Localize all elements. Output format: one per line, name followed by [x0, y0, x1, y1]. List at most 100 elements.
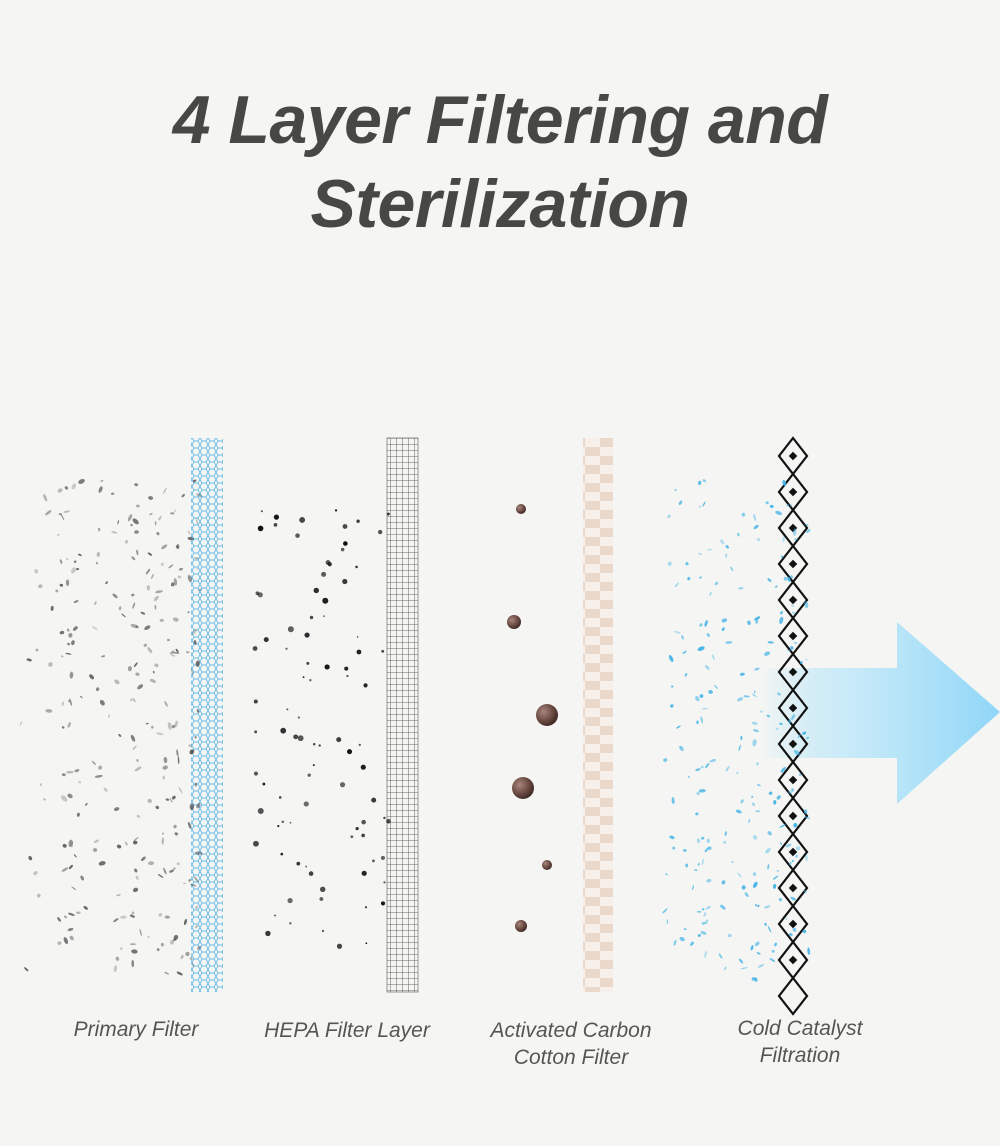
- dust-particle: [28, 855, 33, 861]
- dust-particle: [95, 687, 100, 692]
- dust-particle: [147, 935, 150, 938]
- dust-particle: [80, 875, 85, 881]
- germ-particle: [695, 695, 700, 702]
- germ-particle: [687, 577, 691, 581]
- filter-label-primary: Primary Filter: [36, 1016, 236, 1043]
- dust-particle: [149, 678, 156, 683]
- fine-particle: [322, 615, 325, 618]
- dust-particle: [61, 655, 64, 658]
- germ-particle: [737, 872, 742, 878]
- dust-particle: [167, 638, 170, 642]
- germ-particle: [752, 729, 760, 733]
- dust-particle: [99, 699, 105, 706]
- dust-particle: [187, 822, 192, 829]
- filter-label-line: Cold Catalyst: [737, 1017, 863, 1040]
- germ-particle: [783, 576, 788, 581]
- germ-particle: [738, 587, 744, 590]
- dust-particle: [127, 514, 133, 522]
- dust-particle: [196, 945, 202, 950]
- fine-particle: [361, 870, 367, 876]
- germ-particle: [700, 716, 704, 724]
- germ-particle: [757, 784, 761, 787]
- dust-particle: [174, 832, 179, 836]
- germ-particle: [805, 529, 811, 533]
- dust-particle: [69, 935, 74, 941]
- fine-particle: [296, 861, 301, 866]
- catalyst-node: [788, 919, 798, 929]
- fine-particle: [365, 942, 368, 945]
- dust-particle: [136, 759, 139, 762]
- catalyst-node: [788, 847, 798, 857]
- dust-particle: [180, 954, 184, 960]
- dust-particle: [145, 568, 151, 575]
- dust-particle: [176, 862, 180, 866]
- dust-particle: [196, 803, 201, 809]
- germ-particle: [780, 611, 783, 615]
- germ-particle: [701, 908, 705, 911]
- dust-particle: [193, 557, 200, 560]
- dust-particle: [132, 745, 137, 751]
- dust-particle: [60, 795, 68, 802]
- germ-particle: [704, 619, 708, 627]
- dust-particle: [171, 724, 176, 729]
- dust-particle: [118, 606, 122, 611]
- catalyst-node: [788, 559, 798, 569]
- germ-particle: [775, 727, 779, 730]
- dust-particle: [76, 911, 81, 914]
- germ-particle: [668, 655, 674, 662]
- dust-particle: [98, 486, 103, 493]
- dust-particle: [172, 795, 176, 800]
- dust-particle: [45, 510, 52, 516]
- germ-particle: [751, 802, 756, 806]
- fine-particle: [281, 820, 285, 824]
- germ-particle: [765, 848, 771, 854]
- germ-particle: [666, 919, 669, 925]
- dust-particle: [66, 557, 69, 561]
- catalyst-node: [788, 883, 798, 893]
- germ-particle: [764, 651, 771, 656]
- fine-particle: [287, 897, 293, 904]
- germ-particle: [684, 672, 688, 677]
- dust-particle: [131, 959, 134, 968]
- dust-particle: [98, 765, 103, 770]
- germ-particle: [725, 545, 729, 549]
- filter-label-line: Cotton Filter: [513, 1046, 629, 1069]
- germ-particle: [720, 539, 725, 545]
- dust-particle: [189, 749, 195, 755]
- dust-particle: [194, 851, 203, 855]
- germ-particle: [753, 513, 757, 521]
- dust-particle: [89, 674, 95, 680]
- germ-particle: [741, 885, 746, 890]
- dust-particle: [71, 886, 77, 891]
- germ-particle: [698, 480, 702, 486]
- germ-particle: [792, 927, 797, 932]
- dust-particle: [172, 617, 179, 622]
- dust-particle: [161, 832, 165, 835]
- dust-particle: [61, 867, 69, 872]
- germ-particle: [787, 576, 791, 582]
- filter-label-hepa: HEPA Filter Layer: [232, 1017, 462, 1044]
- germ-particle: [780, 841, 782, 846]
- fine-particle: [253, 840, 259, 847]
- dust-particle: [57, 941, 62, 945]
- germ-particle: [777, 692, 781, 696]
- page-title-line-1: 4 Layer Filtering and: [172, 82, 828, 158]
- carbon-particle: [542, 860, 552, 870]
- fine-particle: [360, 764, 366, 770]
- fine-particle: [308, 871, 314, 876]
- germ-particle: [704, 665, 710, 670]
- dust-particle: [169, 650, 175, 655]
- dust-particle: [72, 626, 78, 631]
- germ-particle: [786, 504, 789, 507]
- fine-particle: [339, 782, 346, 788]
- germ-particle: [700, 765, 704, 769]
- germ-particle: [701, 707, 708, 710]
- germ-particle: [699, 694, 704, 698]
- dust-particle: [101, 655, 106, 658]
- dust-particle: [33, 871, 38, 876]
- fine-particle: [309, 679, 312, 682]
- germ-particle: [790, 575, 793, 579]
- dust-particle: [100, 479, 104, 482]
- dust-particle: [159, 618, 164, 622]
- germ-particle: [799, 661, 803, 664]
